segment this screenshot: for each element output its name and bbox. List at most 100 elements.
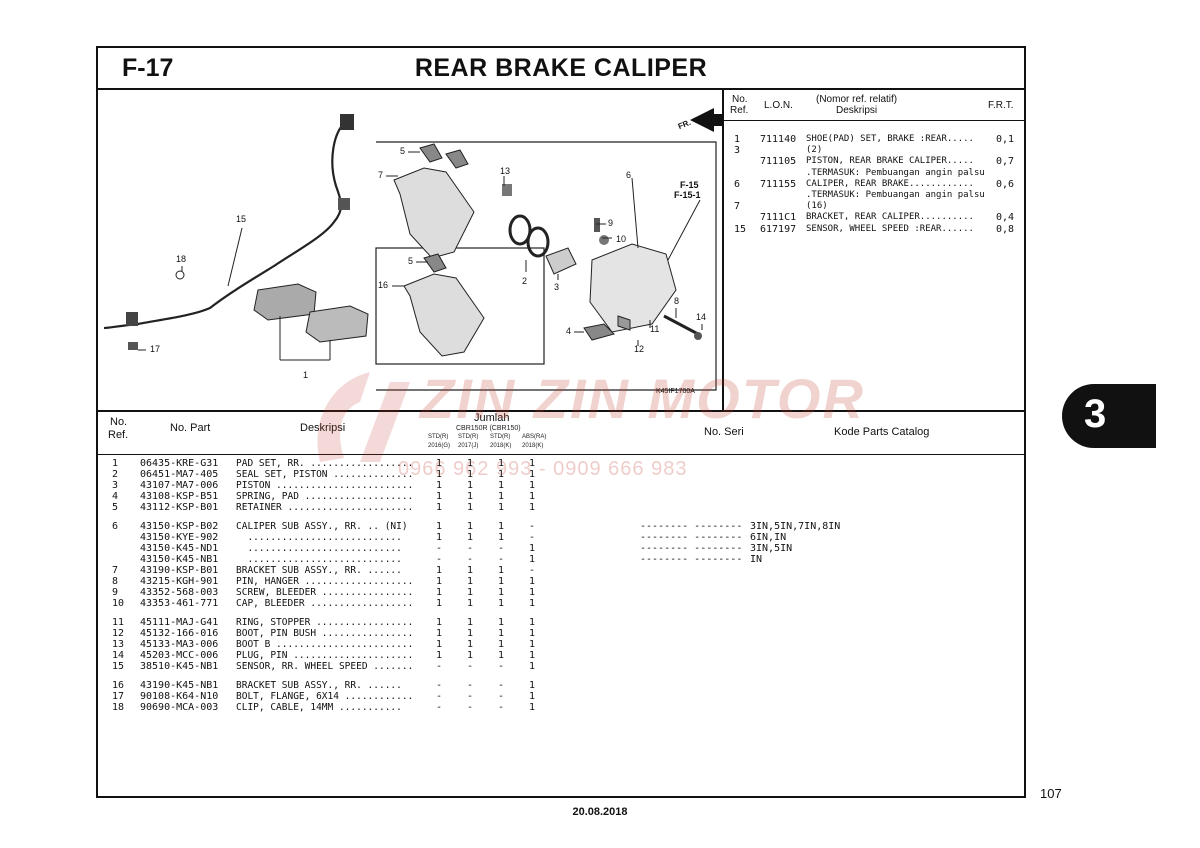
quantity: 1 [436,598,443,609]
frt-lon: 617197 [760,223,797,235]
callout-17: 17 [150,344,161,354]
part-number: 43150-KYE-902 [140,532,219,543]
quantity: - [467,661,474,672]
callout-9: 9 [608,218,614,228]
header-models: CBR150R (CBR150) [456,425,521,432]
quantity: - [498,680,505,691]
part-description: BOOT B ........................ [236,639,414,650]
quantity: - [467,543,474,554]
quantity: 1 [498,565,505,576]
part-description: PIN, HANGER ................... [236,576,414,587]
part-description: CLIP, CABLE, 14MM ........... [236,702,402,713]
ref-no: 14 [112,650,125,661]
header-no: No. [110,416,128,428]
part-number: 38510-K45-NB1 [140,661,219,672]
ref-no: 16 [112,680,125,691]
quantity: - [498,702,505,713]
quantity: - [498,554,505,565]
quantity: - [529,532,536,543]
header-year-1: 2016(G) [428,443,451,449]
part-number: 43150-K45-ND1 [140,543,219,554]
quantity: 1 [498,502,505,513]
quantity: 1 [436,458,443,469]
quantity: - [436,691,443,702]
quantity: - [436,543,443,554]
part-number: 43150-KSP-B02 [140,521,219,532]
quantity: 1 [436,521,443,532]
frt-frt: 0,7 [996,156,1015,168]
callout-10: 10 [616,234,627,244]
quantity: 1 [436,576,443,587]
section-tab-number: 3 [1084,392,1107,436]
frt-desc: (2) [806,145,823,156]
quantity: 1 [467,458,474,469]
frt-frt: 0,1 [996,134,1015,145]
frt-frt: 0,4 [996,212,1015,224]
quantity: 1 [436,469,443,480]
quantity: - [436,680,443,691]
frt-desc: (16) [806,201,828,212]
ref-no: 18 [112,702,125,713]
quantity: 1 [467,587,474,598]
quantity: 1 [498,628,505,639]
callout-3: 3 [554,282,560,292]
frt-desc: BRACKET, REAR CALIPER.......... [806,212,974,223]
part-description: PAD SET, RR. .................. [236,458,414,469]
parts-row: 43150-KYE-902 ..........................… [98,532,1024,543]
quantity: 1 [467,576,474,587]
ref-no: 15 [112,661,125,672]
quantity: 1 [529,661,536,672]
quantity: 1 [467,639,474,650]
quantity: 1 [436,650,443,661]
callout-4: 4 [566,326,572,336]
callout-1: 1 [303,370,309,380]
parts-table-header: No. Ref. No. Part Deskripsi Jumlah CBR15… [98,410,1024,455]
part-number: 90108-K64-N10 [140,691,219,702]
ref-no: 7 [112,565,119,576]
callout-5a: 5 [400,146,406,156]
part-description: PISTON ........................ [236,480,414,491]
watermark-phone: 0966 962 993 - 0909 666 983 [398,458,688,480]
frt-desc: CALIPER, REAR BRAKE............ [806,178,974,189]
quantity: 1 [467,628,474,639]
callout-18: 18 [176,254,187,264]
frt-header-frt: F.R.T. [988,100,1014,111]
quantity: 1 [467,480,474,491]
quantity: 1 [498,521,505,532]
callout-7: 7 [378,170,384,180]
quantity: 1 [498,469,505,480]
frt-desc: SENSOR, WHEEL SPEED :REAR...... [806,223,974,234]
frt-ref: 6 [734,178,741,190]
ref-no: 12 [112,628,125,639]
callout-15: 15 [236,214,247,224]
frt-desc: PISTON, REAR BRAKE CALIPER..... [806,156,974,167]
frt-ref: 1 [734,134,741,145]
quantity: 1 [529,502,536,513]
quantity: 1 [529,554,536,565]
part-description: SENSOR, RR. WHEEL SPEED ....... [236,661,414,672]
part-description: SEAL SET, PISTON .............. [236,469,414,480]
quantity: 1 [529,628,536,639]
part-description: CAP, BLEEDER .................. [236,598,414,609]
quantity: 1 [436,532,443,543]
ref-no: 8 [112,576,119,587]
seri-dashes: -------- -------- [640,543,743,554]
callout-14: 14 [696,312,707,322]
header-no-seri: No. Seri [704,426,744,438]
part-number: 45203-MCC-006 [140,650,219,661]
part-number: 43108-KSP-B51 [140,491,219,502]
quantity: 1 [529,543,536,554]
header-col-4: ABS(RA) [522,434,547,440]
part-number: 43107-MA7-006 [140,480,219,491]
part-description: BOOT, PIN BUSH ................ [236,628,414,639]
part-description: ........................... [236,543,402,554]
frt-lon: 7111C1 [760,212,797,224]
seri-codes: 3IN,5IN [750,543,793,554]
